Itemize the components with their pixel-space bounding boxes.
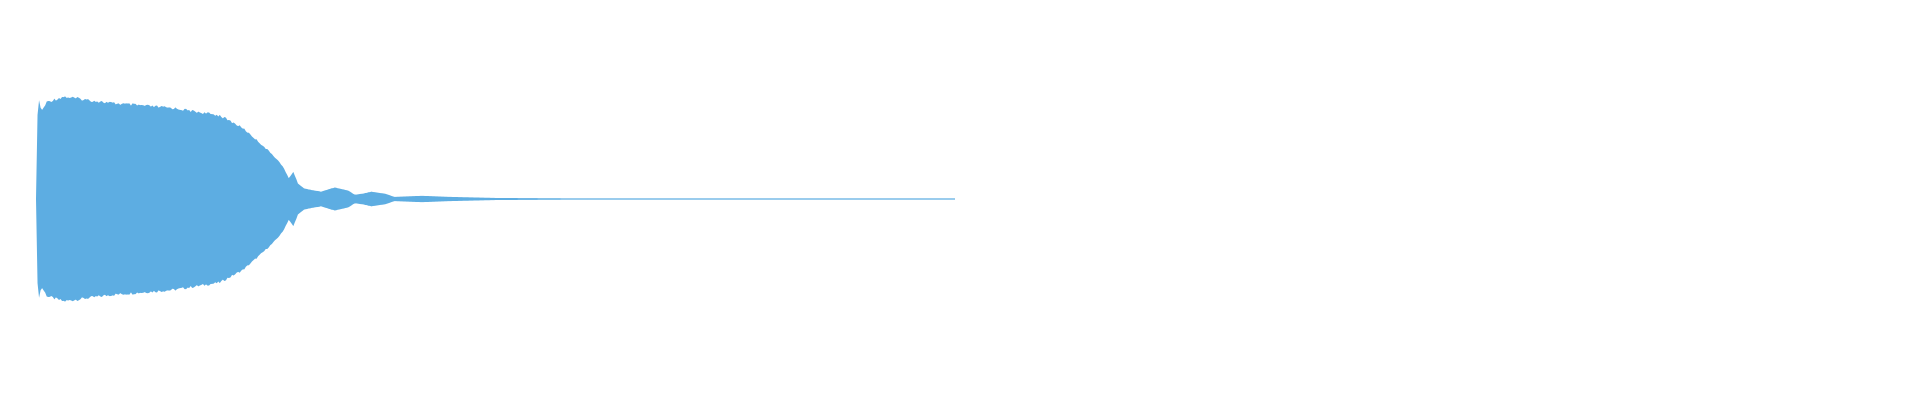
waveform-shape <box>36 96 955 302</box>
